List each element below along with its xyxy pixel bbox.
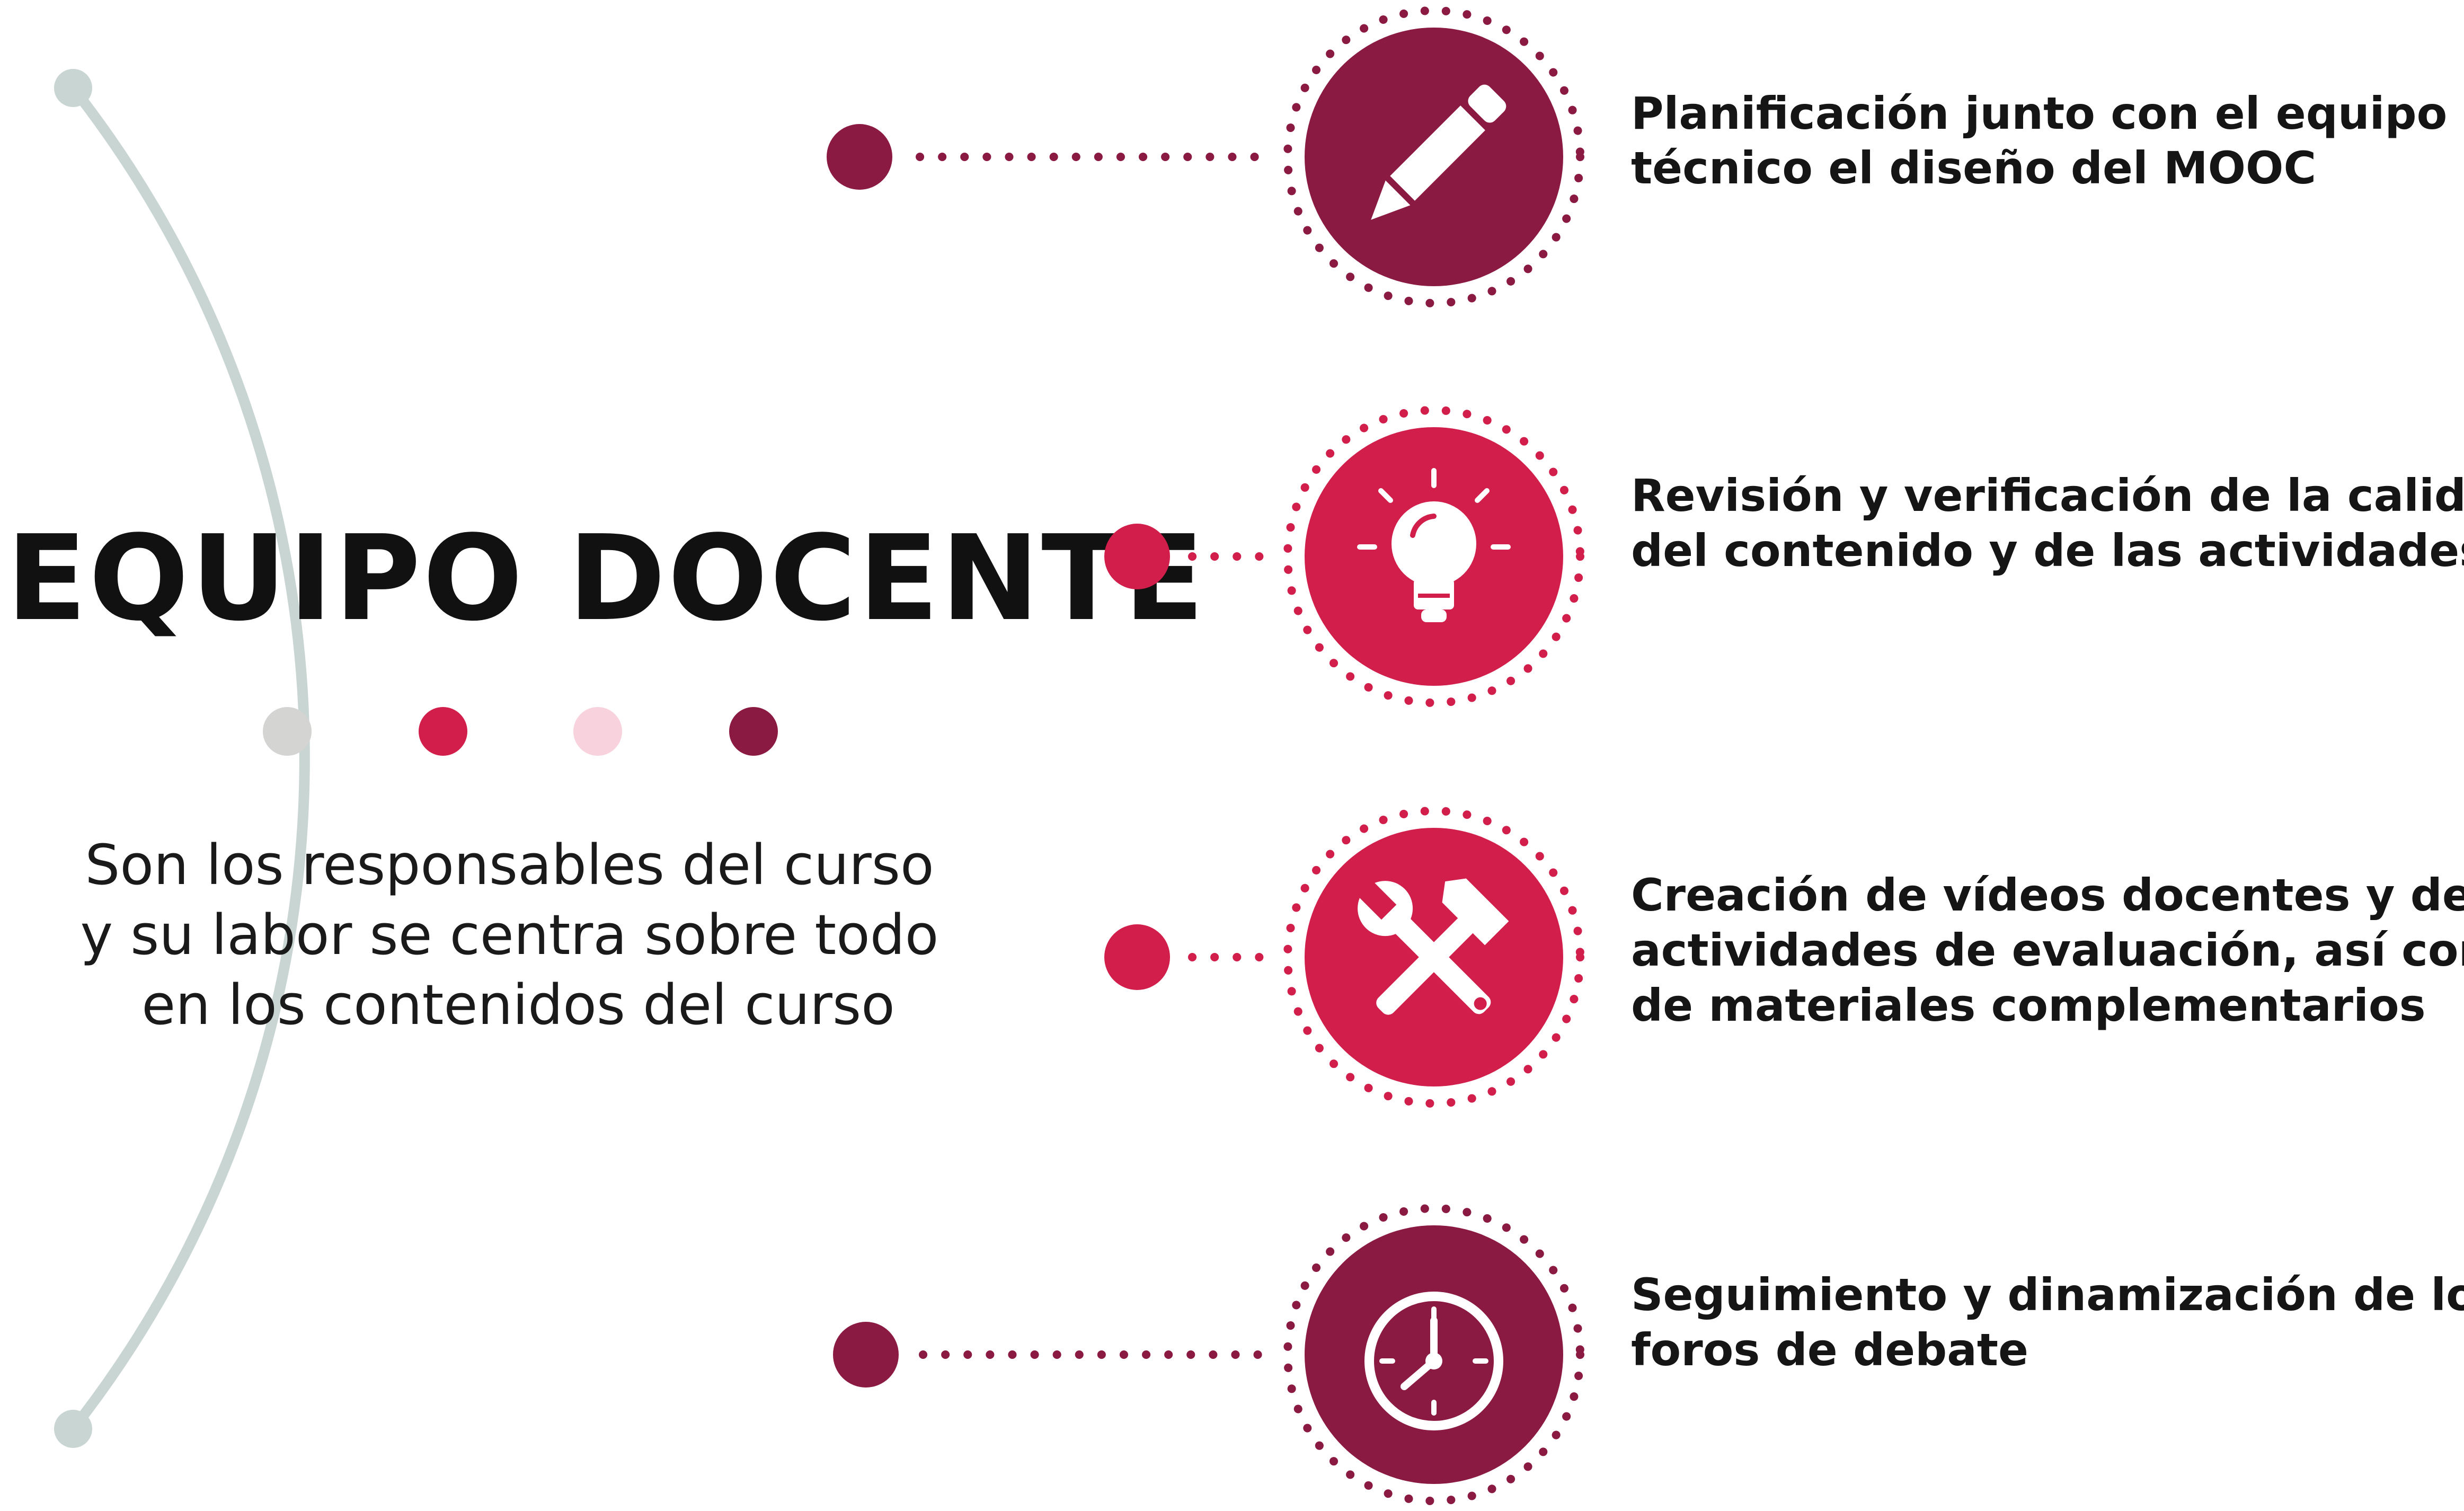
item-description: Planificación junto con el equipo técnic… xyxy=(1631,87,2463,194)
palette-dot-pale xyxy=(573,707,622,756)
item-line-1: Creación de vídeos docentes y de xyxy=(1631,869,2464,921)
item-line-2: foros de debate xyxy=(1631,1324,2028,1376)
item-line-1: Seguimiento y dinamización de los xyxy=(1631,1269,2464,1321)
pencil-icon xyxy=(1371,84,1506,220)
item-line-2: técnico el diseño del MOOC xyxy=(1631,142,2316,194)
lightbulb-icon xyxy=(1357,468,1511,622)
description: Son los responsables del curso y su labo… xyxy=(81,833,956,1037)
tools-icon xyxy=(1353,876,1509,1015)
arc-node xyxy=(1104,924,1170,990)
arc-end-bottom-dot xyxy=(54,1410,92,1448)
description-line-3: en los contenidos del curso xyxy=(141,973,895,1037)
item-line-2: del contenido y de las actividades xyxy=(1631,525,2464,577)
arc-node xyxy=(833,1322,899,1388)
dotted-ring xyxy=(1283,807,1584,1108)
description-line-1: Son los responsables del curso xyxy=(85,833,934,897)
dotted-ring xyxy=(1283,1204,1584,1505)
item-seguimiento: Seguimiento y dinamización de los foros … xyxy=(833,1204,2464,1505)
item-line-1: Planificación junto con el equipo xyxy=(1631,87,2447,139)
palette-dot-bright xyxy=(419,707,467,756)
item-creacion: Creación de vídeos docentes y de activid… xyxy=(1104,807,2464,1108)
arc-node xyxy=(827,124,892,190)
item-description: Revisión y verificación de la calidad de… xyxy=(1631,470,2464,577)
item-revision: Revisión y verificación de la calidad de… xyxy=(1104,406,2464,707)
item-line-3: de materiales complementarios xyxy=(1631,979,2426,1031)
item-description: Creación de vídeos docentes y de activid… xyxy=(1631,869,2464,1031)
palette-dot-dark xyxy=(729,707,778,756)
palette-dot-grey xyxy=(263,707,312,756)
palette-dots xyxy=(263,707,778,756)
main-arc xyxy=(68,83,310,1434)
item-planificacion: Planificación junto con el equipo técnic… xyxy=(827,6,2463,307)
item-line-2: actividades de evaluación, así como xyxy=(1631,924,2464,976)
page-title: EQUIPO DOCENTE xyxy=(6,510,1206,647)
clock-icon xyxy=(1364,1292,1503,1430)
arc-end-top-dot xyxy=(54,69,92,107)
arc-node xyxy=(1104,524,1170,589)
dotted-ring xyxy=(1283,6,1584,307)
item-line-1: Revisión y verificación de la calidad xyxy=(1631,470,2464,522)
item-description: Seguimiento y dinamización de los foros … xyxy=(1631,1269,2464,1376)
description-line-2: y su labor se centra sobre todo xyxy=(81,903,939,967)
dotted-ring xyxy=(1283,406,1584,707)
